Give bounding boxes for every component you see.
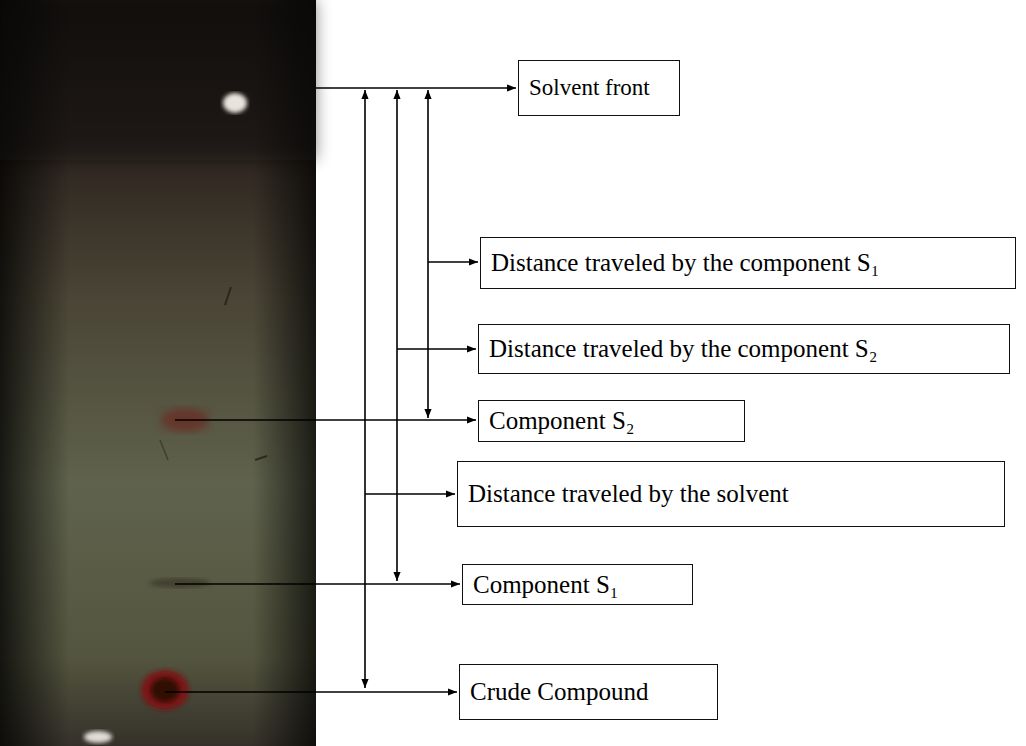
leader-line — [397, 348, 476, 350]
box-label: Component S₁ — [473, 571, 619, 599]
box-label: Solvent front — [529, 75, 650, 101]
box-label: Component S₂ — [489, 407, 635, 435]
box-label: Distance traveled by the solvent — [468, 480, 789, 508]
crude-spot — [141, 670, 189, 710]
spot-s1 — [150, 578, 210, 588]
label-box: Component S₁ — [462, 564, 693, 605]
front-spot — [223, 93, 247, 113]
label-box: Distance traveled by the component S₂ — [478, 324, 1010, 374]
measure-arrow — [396, 90, 398, 581]
leader-line — [365, 493, 455, 495]
leader-line — [175, 419, 476, 421]
leader-line — [175, 583, 460, 585]
box-label: Crude Compound — [470, 678, 648, 706]
tlc-plate — [0, 0, 316, 746]
box-label: Distance traveled by the component S₁ — [491, 249, 879, 277]
box-label: Distance traveled by the component S₂ — [489, 335, 877, 363]
label-box: Distance traveled by the solvent — [457, 461, 1005, 527]
label-box: Distance traveled by the component S₁ — [480, 237, 1016, 289]
label-box: Crude Compound — [459, 664, 718, 720]
measure-arrow — [427, 90, 429, 418]
leader-line — [316, 87, 516, 89]
measure-arrow — [364, 90, 366, 688]
leader-line — [165, 691, 457, 693]
label-box: Component S₂ — [478, 400, 745, 442]
leader-line — [428, 261, 478, 263]
label-box: Solvent front — [518, 60, 680, 116]
